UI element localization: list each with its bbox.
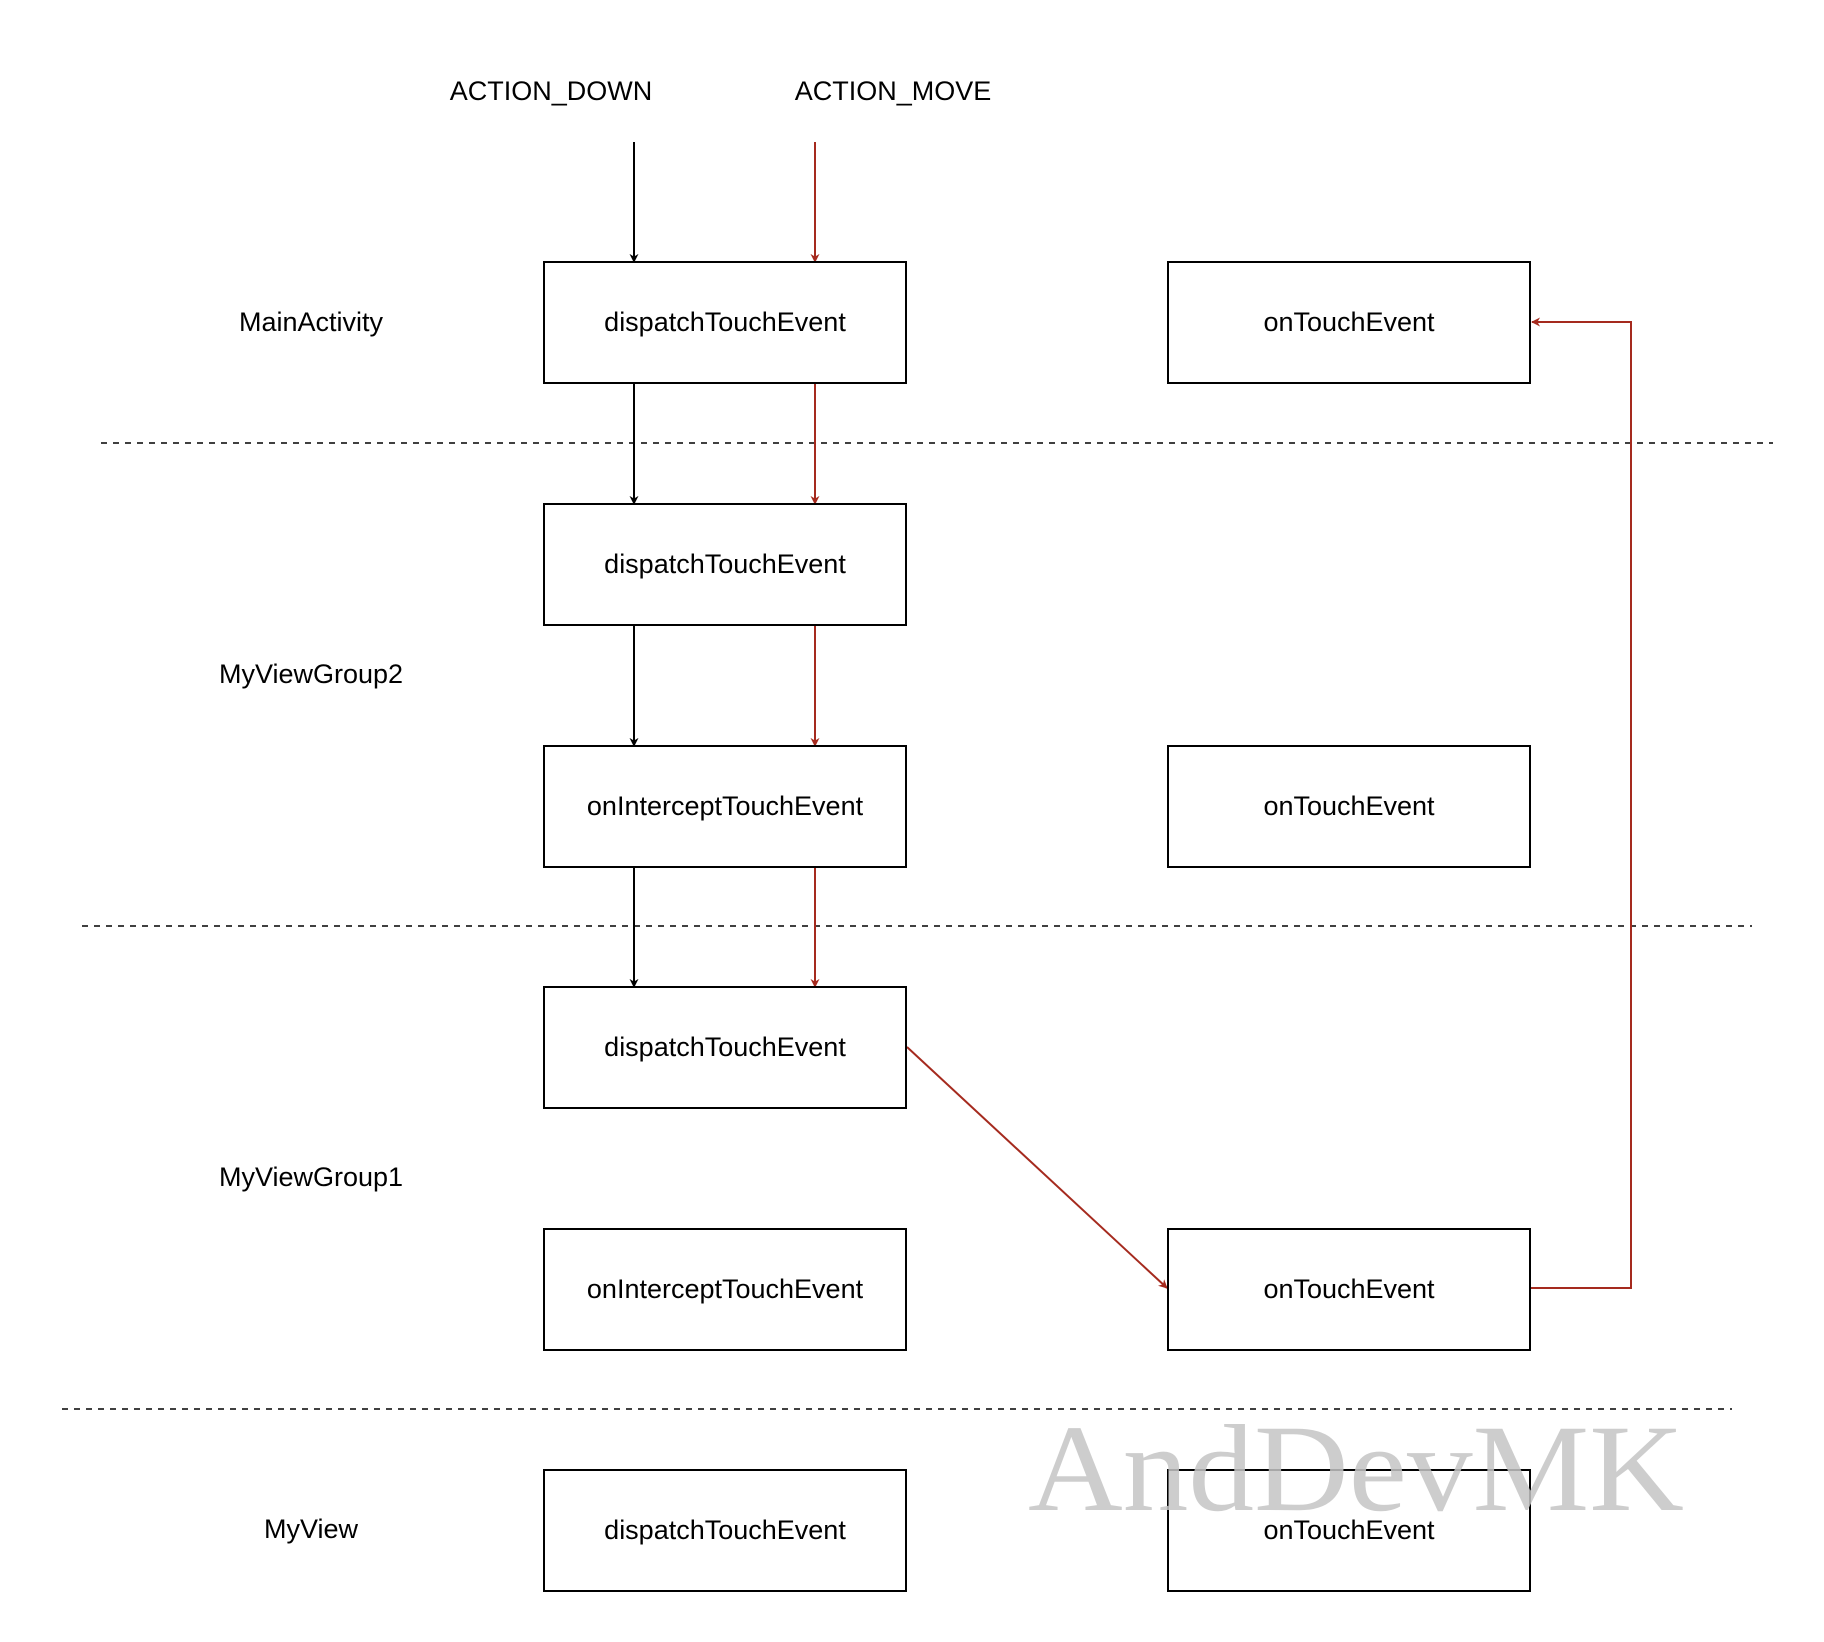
main-touch-box: onTouchEvent xyxy=(1167,261,1531,384)
vg2-touch-box: onTouchEvent xyxy=(1167,745,1531,868)
layer-label-my-view: MyView xyxy=(264,1514,359,1544)
vg1-touch-box: onTouchEvent xyxy=(1167,1228,1531,1351)
layer-label-main-activity: MainActivity xyxy=(239,307,384,337)
move-arrow-to-vg1-touch xyxy=(906,1046,1168,1289)
vg1-dispatch-label: dispatchTouchEvent xyxy=(604,1032,846,1062)
view-touch-label: onTouchEvent xyxy=(1263,1515,1435,1545)
watermark-text: AndDevMK xyxy=(1028,1400,1684,1537)
vg2-dispatch-box: dispatchTouchEvent xyxy=(543,503,907,626)
main-touch-label: onTouchEvent xyxy=(1263,307,1435,337)
vg1-intercept-box: onInterceptTouchEvent xyxy=(543,1228,907,1351)
action-move-label: ACTION_MOVE xyxy=(795,76,992,106)
vg2-intercept-box: onInterceptTouchEvent xyxy=(543,745,907,868)
vg2-intercept-label: onInterceptTouchEvent xyxy=(587,791,864,821)
main-dispatch-box: dispatchTouchEvent xyxy=(543,261,907,384)
vg2-dispatch-label: dispatchTouchEvent xyxy=(604,549,846,579)
vg1-dispatch-box: dispatchTouchEvent xyxy=(543,986,907,1109)
action-down-label: ACTION_DOWN xyxy=(450,76,653,106)
view-touch-box: onTouchEvent xyxy=(1167,1469,1531,1592)
vg1-intercept-label: onInterceptTouchEvent xyxy=(587,1274,864,1304)
layer-label-view-group2: MyViewGroup2 xyxy=(219,659,403,689)
view-dispatch-box: dispatchTouchEvent xyxy=(543,1469,907,1592)
view-dispatch-label: dispatchTouchEvent xyxy=(604,1515,846,1545)
vg1-touch-label: onTouchEvent xyxy=(1263,1274,1435,1304)
layer-label-view-group1: MyViewGroup1 xyxy=(219,1162,403,1192)
vg2-touch-label: onTouchEvent xyxy=(1263,791,1435,821)
main-dispatch-label: dispatchTouchEvent xyxy=(604,307,846,337)
move-arrow-return-to-main-touch xyxy=(1530,317,1632,1289)
